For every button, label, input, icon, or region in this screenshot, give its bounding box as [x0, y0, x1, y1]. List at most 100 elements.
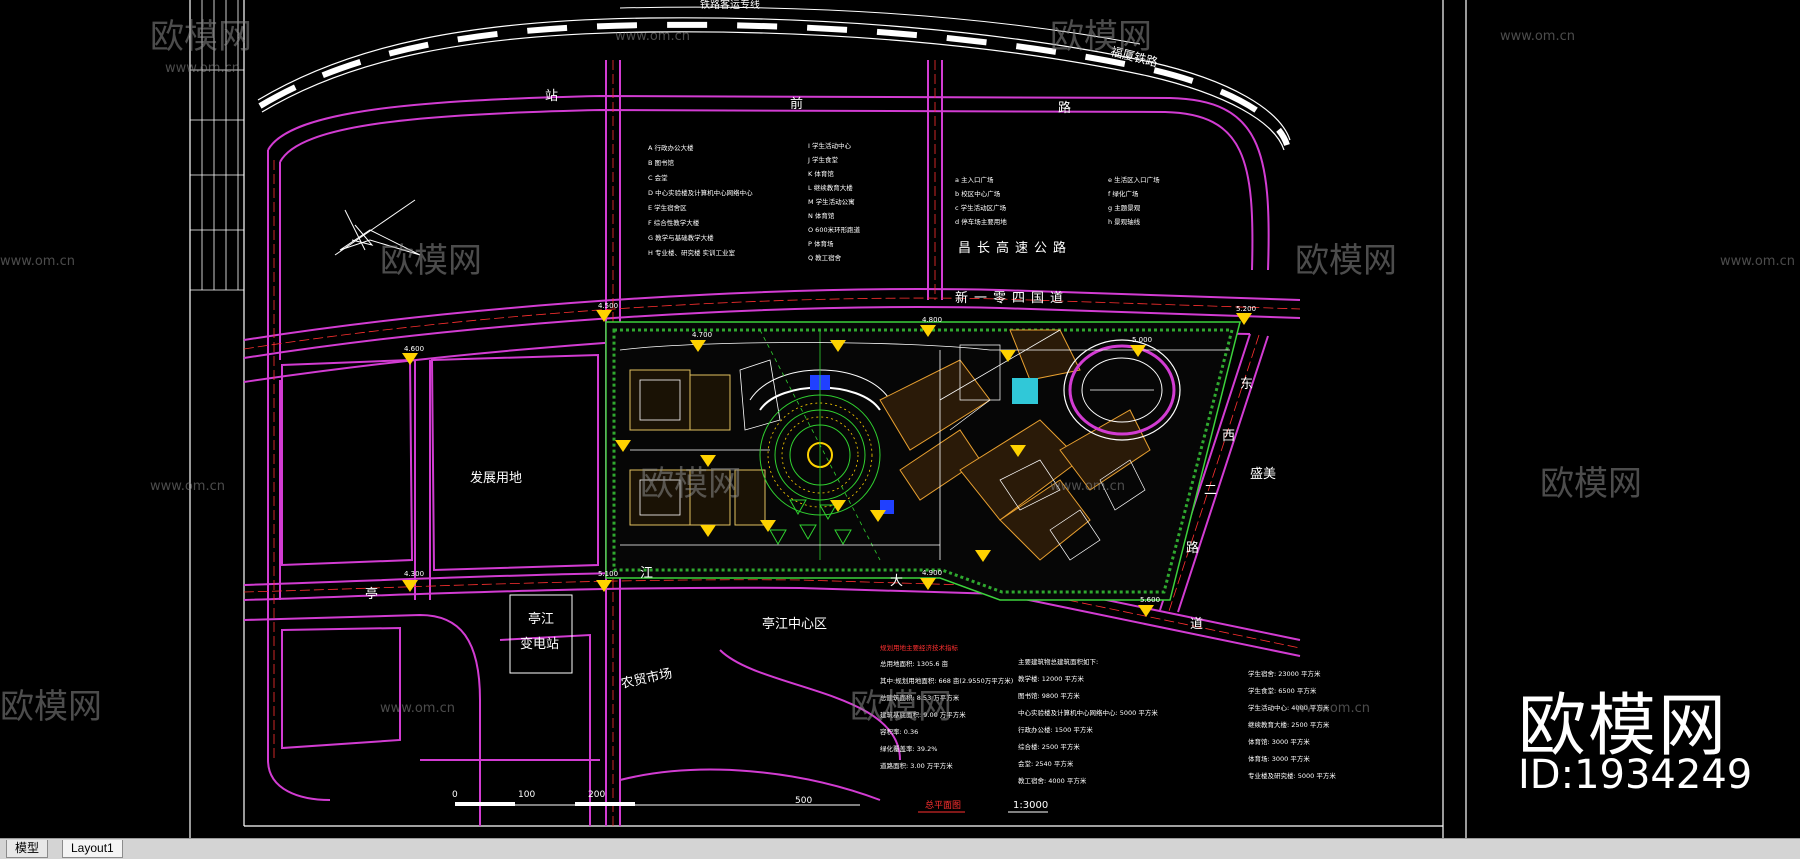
city-road-label: 盛美 [1250, 467, 1276, 482]
scale-label: 0 [452, 790, 458, 800]
pool [1012, 378, 1038, 404]
legend-item: G 教学与基础教学大楼 [648, 233, 714, 242]
legend-item: e 生活区入口广场 [1108, 175, 1160, 184]
stats-col3: 学生宿舍: 23000 平方米 学生食堂: 6500 平方米 学生活动中心: 4… [1248, 669, 1336, 780]
stats-item: 其中:规划用地面积: 668 亩(2.9550万平方米) [880, 676, 1013, 685]
stats-item: 会堂: 2540 平方米 [1018, 759, 1074, 768]
stats-item: 综合楼: 2500 平方米 [1018, 742, 1080, 751]
brand-logo-text: 欧模网 [1518, 687, 1729, 766]
campus-buildings [619, 329, 1230, 561]
stats-item: 学生宿舍: 23000 平方米 [1248, 669, 1321, 678]
rail-top-label: 铁路客运专线 [700, 0, 760, 11]
elev-label: 5.600 [1140, 596, 1160, 604]
station-road-char: 前 [790, 96, 803, 112]
watermark-logo-text: 欧模网 [640, 464, 742, 504]
station-road-char: 站 [545, 89, 558, 104]
stats-item: 行政办公楼: 1500 平方米 [1018, 725, 1093, 734]
stats-item: 继续教育大楼: 2500 平方米 [1248, 720, 1330, 729]
site-plan-svg: 4.500 4.800 5.200 4.600 5.100 4.300 4.90… [0, 0, 1795, 838]
layout-tab-bar: 模型 Layout1 [0, 838, 1800, 859]
legend-item: F 综合性教学大楼 [648, 218, 700, 227]
elev-label: 5.000 [1132, 336, 1152, 344]
legend-item: h 景观轴线 [1108, 217, 1141, 226]
scale-label: 100 [518, 790, 535, 800]
east-road-char: 二 [1204, 483, 1217, 498]
tab-model[interactable]: 模型 [6, 840, 49, 858]
expressway-label: 昌长高速公路 [958, 240, 1072, 256]
stats-col1: 总用地面积: 1305.6 亩 其中:规划用地面积: 668 亩(2.9550万… [880, 659, 1013, 770]
brand-id-text: ID:1934249 [1518, 752, 1753, 798]
watermark-url: www.om.cn [1050, 479, 1125, 494]
stats-item: 绿化覆盖率: 39.2% [880, 744, 937, 753]
statistics-block: 规划用地主要经济技术指标 总用地面积: 1305.6 亩 其中:规划用地面积: … [880, 643, 1336, 785]
east-road-char: 路 [1186, 540, 1199, 556]
legend-col1: A 行政办公大楼 B 图书馆 C 会堂 D 中心实验楼及计算机中心网络中心 E … [648, 143, 753, 257]
plan-title-block: 总平面图 1:3000 [918, 799, 1048, 813]
watermark-url: www.om.cn [1500, 29, 1575, 44]
elev-label: 5.200 [1236, 305, 1256, 313]
watermark-logo-text: 欧模网 [1540, 464, 1642, 504]
market-label: 农贸市场 [620, 665, 674, 691]
east-road-char: 西 [1222, 429, 1235, 444]
legend-item: B 图书馆 [648, 158, 675, 167]
legend-col3: a 主入口广场 b 校区中心广场 c 学生活动区广场 d 停车场主要用地 [955, 175, 1007, 226]
stats-item: 学生活动中心: 4000 平方米 [1248, 703, 1330, 712]
watermark: www.om.cn 欧模网 [0, 241, 482, 281]
elevation-markers: 4.500 4.800 5.200 4.600 5.100 4.300 4.90… [402, 302, 1256, 617]
legend-item: J 学生食堂 [807, 155, 838, 164]
legend-item: O 600米环形跑道 [808, 225, 861, 234]
substation-label-2: 变电站 [520, 636, 559, 652]
sheet-frame [189, 0, 1467, 838]
national-road-label: 新一零四国道 [955, 290, 1069, 306]
stats-item: 教学楼: 12000 平方米 [1018, 674, 1084, 683]
title-block-strip [190, 0, 244, 291]
stats-col2: 主要建筑物总建筑面积如下: 教学楼: 12000 平方米 图书馆: 9800 平… [1018, 657, 1158, 785]
bottom-road-char: 大 [890, 574, 903, 589]
legend-item: C 会堂 [648, 173, 668, 182]
watermark: 欧模网 www.om.cn [1295, 241, 1795, 281]
elev-label: 4.600 [404, 345, 424, 353]
substation-label-1: 亭江 [528, 611, 554, 627]
elev-label: 4.900 [922, 569, 942, 577]
watermark: 欧模网 www.om.cn 欧模网 www.om.cn [0, 687, 1370, 727]
tab-layout1[interactable]: Layout1 [62, 840, 123, 858]
plan-title: 总平面图 [925, 799, 961, 811]
scale-bar: 0 100 200 500 [452, 790, 860, 806]
cad-drawing-canvas[interactable]: 4.500 4.800 5.200 4.600 5.100 4.300 4.90… [0, 0, 1800, 838]
legend-item: P 体育场 [808, 239, 834, 248]
stats-item: 建筑基底面积: 9.00 万平方米 [880, 710, 966, 719]
railway [257, 6, 1291, 151]
bottom-road-char: 江 [640, 566, 653, 581]
watermark-logo-text: 欧模网 [0, 687, 102, 727]
watermark-url: www.om.cn [0, 254, 75, 269]
watermark-url: www.om.cn [165, 61, 240, 76]
elev-label: 4.500 [598, 302, 618, 310]
legend-item: g 主题景观 [1108, 203, 1141, 212]
scale-label: 200 [588, 790, 605, 800]
legend-item: d 停车场主要用地 [955, 217, 1007, 226]
elev-label: 5.100 [598, 570, 618, 578]
stats-item: 总建筑面积: 8.53 万平方米 [880, 693, 960, 702]
legend-item: Q 教工宿舍 [808, 253, 842, 262]
legend-col4: e 生活区入口广场 f 绿化广场 g 主题景观 h 景观轴线 [1108, 175, 1160, 226]
scale-label: 500 [795, 796, 812, 806]
watermark: www.om.cn [1500, 29, 1575, 44]
elev-label: 4.300 [404, 570, 424, 578]
bottom-road-char: 道 [1190, 617, 1203, 632]
watermark-logo-text: 欧模网 [850, 687, 952, 727]
watermark: www.om.cn 欧模网 www.om.cn 欧模网 [150, 464, 1642, 504]
watermark: 欧模网 www.om.cn [615, 17, 1152, 57]
stats-item: 教工宿舍: 4000 平方米 [1018, 776, 1087, 785]
legend-item: c 学生活动区广场 [955, 203, 1007, 212]
stats-header: 规划用地主要经济技术指标 [880, 643, 959, 652]
stats-item: 主要建筑物总建筑面积如下: [1018, 657, 1098, 666]
watermark-url: www.om.cn [1295, 701, 1370, 716]
watermark-url: www.om.cn [615, 29, 690, 44]
east-road-char: 东 [1240, 377, 1253, 392]
plan-scale: 1:3000 [1013, 800, 1048, 811]
legend-item: A 行政办公大楼 [648, 143, 694, 152]
watermark-logo-text: 欧模网 [150, 17, 252, 57]
bottom-road-char: 亭 [365, 586, 378, 602]
watermark-url: www.om.cn [150, 479, 225, 494]
legend-item: L 继续教育大楼 [808, 183, 853, 192]
